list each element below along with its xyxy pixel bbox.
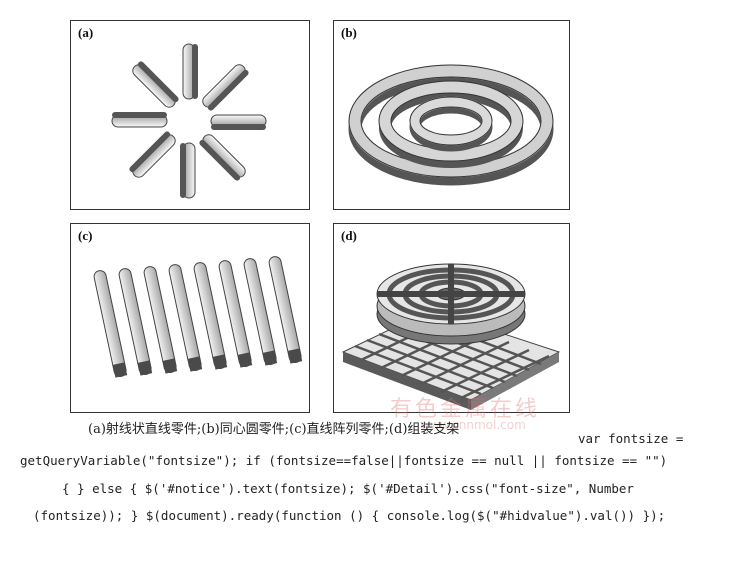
radial-parts-illustration bbox=[111, 43, 267, 199]
code-line-4: (fontsize)); } $(document).ready(functio… bbox=[33, 508, 666, 523]
radial-bar bbox=[202, 64, 249, 111]
array-bar bbox=[268, 256, 303, 364]
radial-bar bbox=[182, 43, 198, 100]
radial-bar bbox=[210, 114, 267, 130]
panel-b-label: (b) bbox=[341, 25, 357, 40]
watermark-text: 有色金属在线 bbox=[390, 397, 541, 422]
radial-bar bbox=[132, 61, 179, 108]
radial-bar bbox=[129, 131, 176, 178]
radial-bar bbox=[180, 142, 196, 199]
array-bar bbox=[118, 268, 153, 376]
panel-a-label: (a) bbox=[78, 25, 94, 40]
panel-c: (c) bbox=[70, 223, 310, 413]
array-bar bbox=[243, 258, 278, 366]
code-line-2: getQueryVariable("fontsize"); if (fontsi… bbox=[20, 453, 668, 468]
linear-array-illustration bbox=[93, 256, 303, 378]
array-bar bbox=[168, 264, 203, 372]
watermark-url: www.cnnmol.com bbox=[420, 418, 526, 432]
code-line-3: { } else { $('#notice').text(fontsize); … bbox=[62, 481, 634, 496]
radial-bar bbox=[111, 112, 168, 128]
panel-d: (d) bbox=[333, 223, 570, 413]
ring-middle bbox=[378, 80, 524, 168]
assembled-support-illustration bbox=[341, 263, 561, 410]
panel-d-label: (d) bbox=[341, 228, 357, 243]
array-bar bbox=[143, 266, 178, 374]
array-bar bbox=[93, 270, 128, 378]
array-bar bbox=[193, 262, 228, 370]
array-bar bbox=[218, 260, 253, 368]
panel-a: (a) bbox=[70, 20, 310, 210]
panel-c-label: (c) bbox=[78, 228, 93, 243]
figure-caption: (a)射线状直线零件;(b)同心圆零件;(c)直线阵列零件;(d)组装支架 bbox=[88, 422, 460, 437]
radial-bar bbox=[199, 134, 246, 181]
ring-stack bbox=[376, 263, 526, 345]
code-line-1: var fontsize = bbox=[578, 431, 684, 446]
panel-b: (b) bbox=[333, 20, 570, 210]
ring-inner bbox=[409, 96, 493, 152]
concentric-rings-illustration bbox=[348, 64, 554, 186]
